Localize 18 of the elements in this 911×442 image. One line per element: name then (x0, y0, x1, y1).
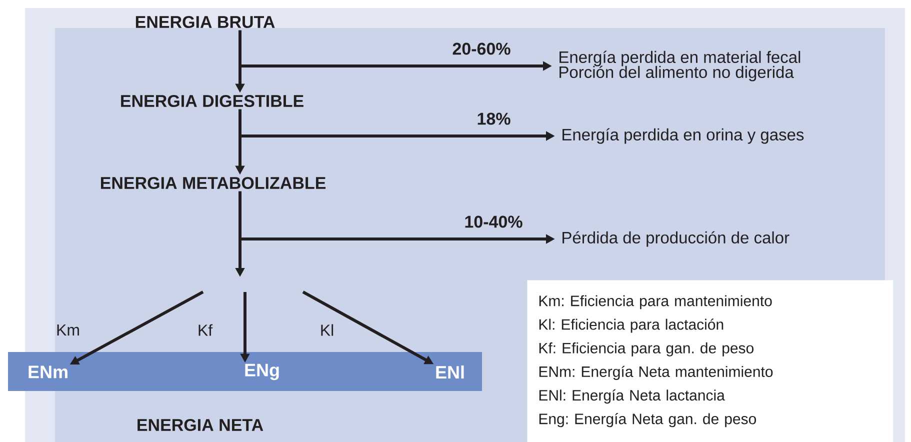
loss-label: Energía perdida en material fecal Porción del alimento no digerida (560, 50, 800, 82)
edge-label: 20-60% (452, 42, 510, 55)
loss-label: Energía perdida en orina y gases (562, 128, 804, 144)
band-label: ENl (436, 365, 464, 379)
stage-label: ENERGIA BRUTA (136, 16, 275, 28)
loss-label: Pérdida de producción de calor (562, 231, 790, 247)
stage-label: ENERGIA NETA (138, 418, 264, 432)
edge-label: 18% (478, 112, 510, 125)
edge-label: Kf (198, 324, 213, 336)
edge-label: Km (57, 324, 79, 336)
stage-label: ENERGIA METABOLIZABLE (100, 176, 326, 190)
net-energy-bar (8, 352, 482, 391)
edge-label: Kl (321, 324, 334, 336)
stage-label: ENERGIA DIGESTIBLE (121, 94, 304, 108)
band-label: ENg (245, 364, 279, 380)
edge-label: 10-40% (465, 216, 522, 228)
key-box: Km: Eficiencia para mantenimiento Kl: Eficiencia para lactación Kf: Eficiencia para gan. de peso ENm: Energía Neta mantenimiento ENl: Energía Neta lactancia Eng: Energía Neta gan. de peso (527, 280, 894, 442)
band-label: ENm (28, 366, 68, 378)
